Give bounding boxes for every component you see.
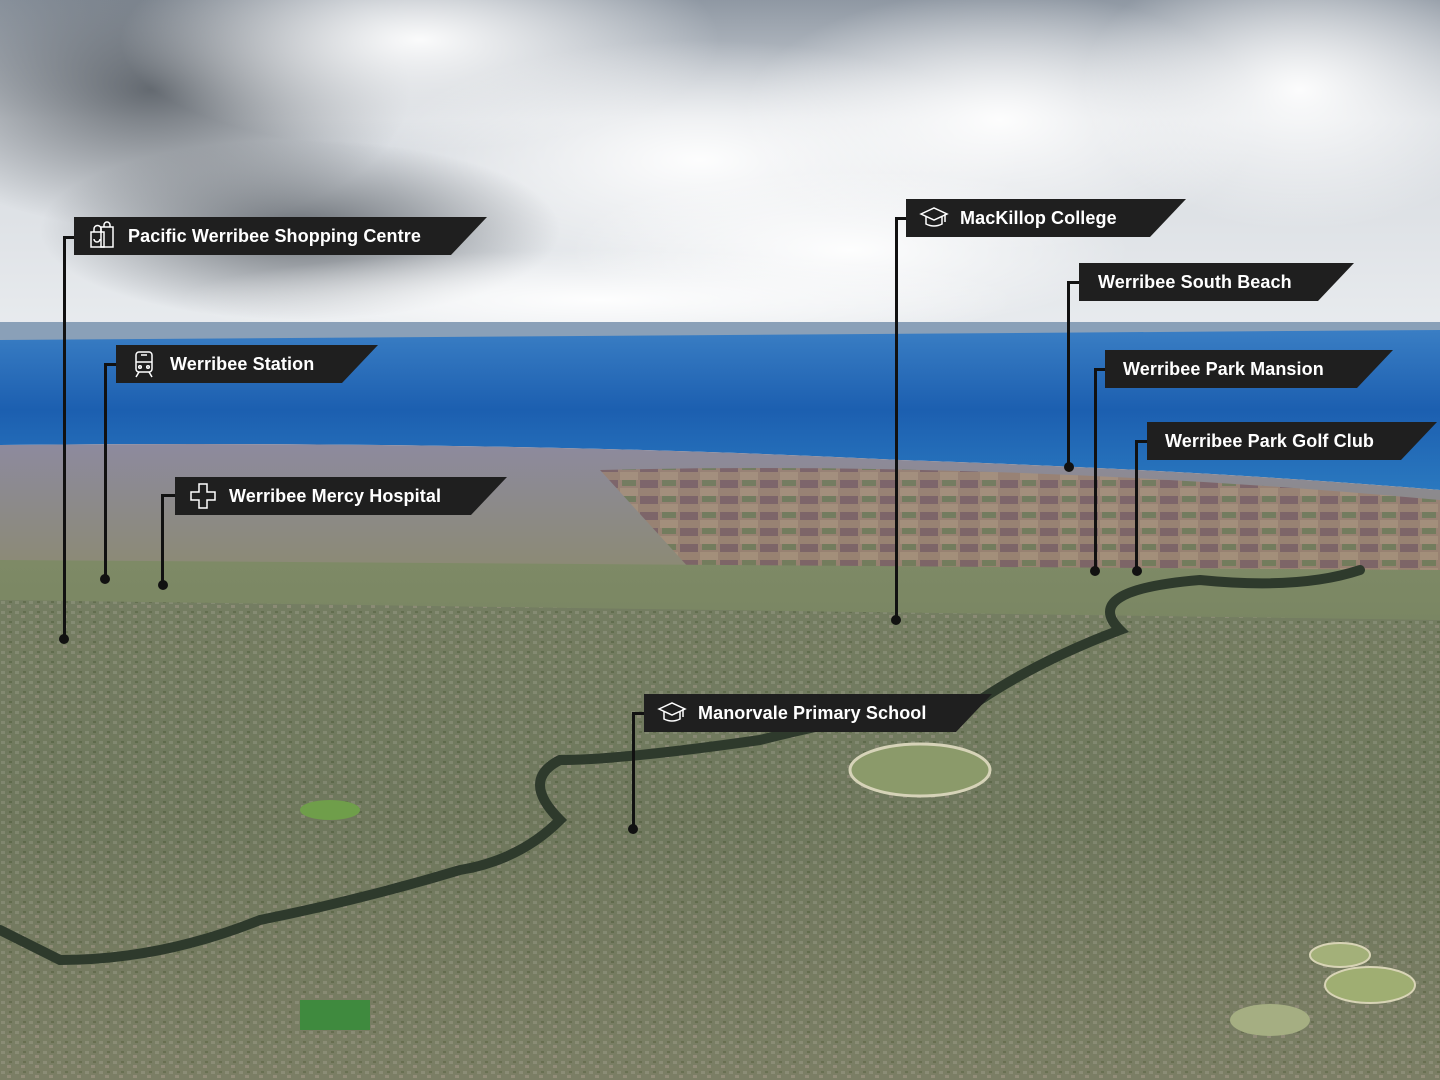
leader-tick-golf-club [1135, 440, 1147, 443]
leader-line-werribee-mercy [161, 494, 164, 584]
leader-line-golf-club [1135, 440, 1138, 570]
leader-tick-park-mansion [1094, 368, 1106, 371]
pin-mackillop[interactable] [891, 615, 901, 625]
leader-tick-werribee-mercy [161, 494, 175, 497]
leader-tick-manorvale [632, 712, 644, 715]
graduation-cap-icon [656, 697, 688, 729]
landmark-name: Manorvale Primary School [698, 702, 927, 723]
pin-werribee-mercy[interactable] [158, 580, 168, 590]
leader-tick-pacific-werribee [63, 236, 75, 239]
leader-line-manorvale [632, 712, 635, 830]
pin-manorvale[interactable] [628, 824, 638, 834]
landmark-label-mackillop[interactable]: MacKillop College [906, 199, 1186, 237]
landmark-label-werribee-station[interactable]: Werribee Station [116, 345, 378, 383]
leader-tick-mackillop [895, 217, 907, 220]
landmark-label-pacific-werribee[interactable]: Pacific Werribee Shopping Centre [74, 217, 487, 255]
medical-cross-icon [187, 480, 219, 512]
landmark-name: Werribee Park Mansion [1123, 358, 1324, 379]
landmark-name: Werribee South Beach [1098, 271, 1292, 292]
landmark-name: Werribee Park Golf Club [1165, 430, 1375, 451]
leader-tick-south-beach [1067, 281, 1079, 284]
leader-tick-werribee-station [104, 363, 116, 366]
leader-line-south-beach [1067, 281, 1070, 467]
landmark-label-werribee-mercy[interactable]: Werribee Mercy Hospital [175, 477, 507, 515]
pin-werribee-station[interactable] [100, 574, 110, 584]
train-icon [128, 348, 160, 380]
leader-line-pacific-werribee [63, 236, 66, 638]
landmark-name: MacKillop College [960, 207, 1117, 228]
landmark-label-manorvale[interactable]: Manorvale Primary School [644, 694, 992, 732]
graduation-cap-icon [918, 202, 950, 234]
pin-pacific-werribee[interactable] [59, 634, 69, 644]
landmark-name: Werribee Mercy Hospital [229, 485, 442, 506]
landmark-label-golf-club[interactable]: Werribee Park Golf Club [1147, 422, 1437, 460]
landmark-label-south-beach[interactable]: Werribee South Beach [1079, 263, 1354, 301]
leader-line-mackillop [895, 217, 898, 620]
shopping-bags-icon [86, 220, 118, 252]
pin-golf-club[interactable] [1132, 566, 1142, 576]
pin-park-mansion[interactable] [1090, 566, 1100, 576]
pin-south-beach[interactable] [1064, 462, 1074, 472]
landmark-label-park-mansion[interactable]: Werribee Park Mansion [1105, 350, 1393, 388]
landmark-name: Werribee Station [170, 353, 315, 374]
leader-line-werribee-station [104, 363, 107, 579]
leader-line-park-mansion [1094, 368, 1097, 570]
landmark-name: Pacific Werribee Shopping Centre [128, 225, 421, 246]
